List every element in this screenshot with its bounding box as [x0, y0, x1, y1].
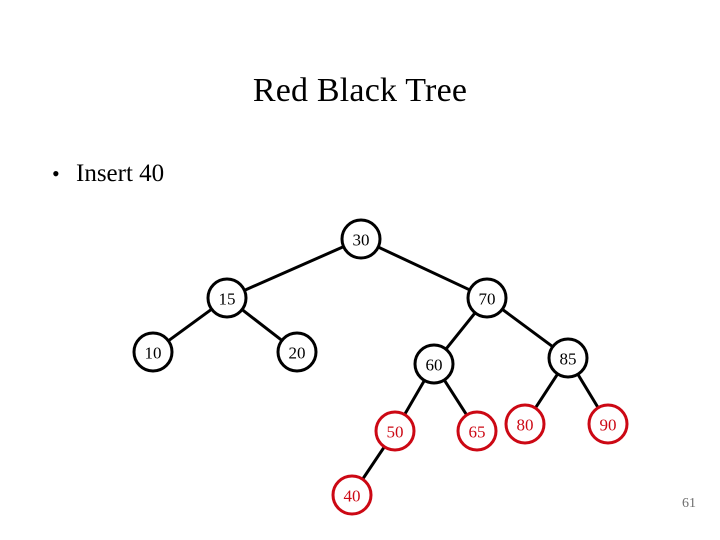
tree-node-circle-80 — [504, 403, 546, 445]
tree-node-circle-15 — [206, 277, 248, 319]
tree-node-circle-20 — [276, 331, 318, 373]
tree-node-label-30: 30 — [353, 231, 370, 250]
tree-node-70[interactable]: 70 — [466, 277, 508, 319]
bullet-item-insert-40: • Insert 40 — [52, 160, 672, 188]
tree-node-20[interactable]: 20 — [276, 331, 318, 373]
tree-edge-60-50 — [403, 378, 426, 417]
tree-node-label-15: 15 — [219, 290, 236, 309]
tree-node-label-90: 90 — [600, 416, 617, 435]
tree-node-circle-40 — [331, 474, 373, 516]
tree-node-50[interactable]: 50 — [374, 410, 416, 452]
tree-node-65[interactable]: 65 — [456, 410, 498, 452]
tree-node-label-70: 70 — [479, 290, 496, 309]
tree-node-90[interactable]: 90 — [587, 403, 629, 445]
tree-edge-layer — [166, 245, 600, 481]
bullet-list: • Insert 40 — [52, 160, 672, 188]
tree-node-10[interactable]: 10 — [132, 331, 174, 373]
tree-node-label-40: 40 — [344, 487, 361, 506]
tree-node-label-10: 10 — [145, 344, 162, 363]
tree-edge-60-65 — [442, 378, 469, 417]
tree-node-label-60: 60 — [426, 356, 443, 375]
tree-node-circle-85 — [547, 337, 589, 379]
tree-node-40[interactable]: 40 — [331, 474, 373, 516]
tree-node-circle-70 — [466, 277, 508, 319]
tree-node-60[interactable]: 60 — [413, 343, 455, 385]
tree-node-circle-90 — [587, 403, 629, 445]
tree-node-label-80: 80 — [517, 416, 534, 435]
tree-node-circle-65 — [456, 410, 498, 452]
bullet-item-label: Insert 40 — [76, 160, 165, 187]
tree-node-85[interactable]: 85 — [547, 337, 589, 379]
tree-edge-85-90 — [576, 372, 600, 410]
tree-node-80[interactable]: 80 — [504, 403, 546, 445]
bullet-marker-icon: • — [52, 161, 60, 186]
tree-edge-85-80 — [533, 372, 560, 410]
page-title: Red Black Tree — [252, 72, 468, 109]
tree-node-circle-50 — [374, 410, 416, 452]
tree-edge-70-60 — [444, 311, 477, 351]
tree-node-circle-10 — [132, 331, 174, 373]
tree-edge-50-40 — [361, 445, 386, 481]
tree-node-label-85: 85 — [560, 350, 577, 369]
tree-node-circle-60 — [413, 343, 455, 385]
page-number: 61 — [682, 496, 696, 511]
tree-edge-30-15 — [242, 245, 346, 292]
tree-node-30[interactable]: 30 — [340, 218, 382, 260]
tree-edge-70-85 — [500, 307, 555, 349]
tree-node-label-20: 20 — [289, 344, 306, 363]
tree-node-label-65: 65 — [469, 423, 486, 442]
tree-node-15[interactable]: 15 — [206, 277, 248, 319]
tree-edge-15-10 — [166, 307, 214, 343]
tree-edge-15-20 — [240, 308, 284, 342]
tree-node-layer: 30 15 70 10 20 60 85 50 65 80 90 40 — [132, 218, 629, 516]
tree-node-label-50: 50 — [387, 423, 404, 442]
tree-node-circle-30 — [340, 218, 382, 260]
tree-edge-30-70 — [376, 245, 472, 292]
